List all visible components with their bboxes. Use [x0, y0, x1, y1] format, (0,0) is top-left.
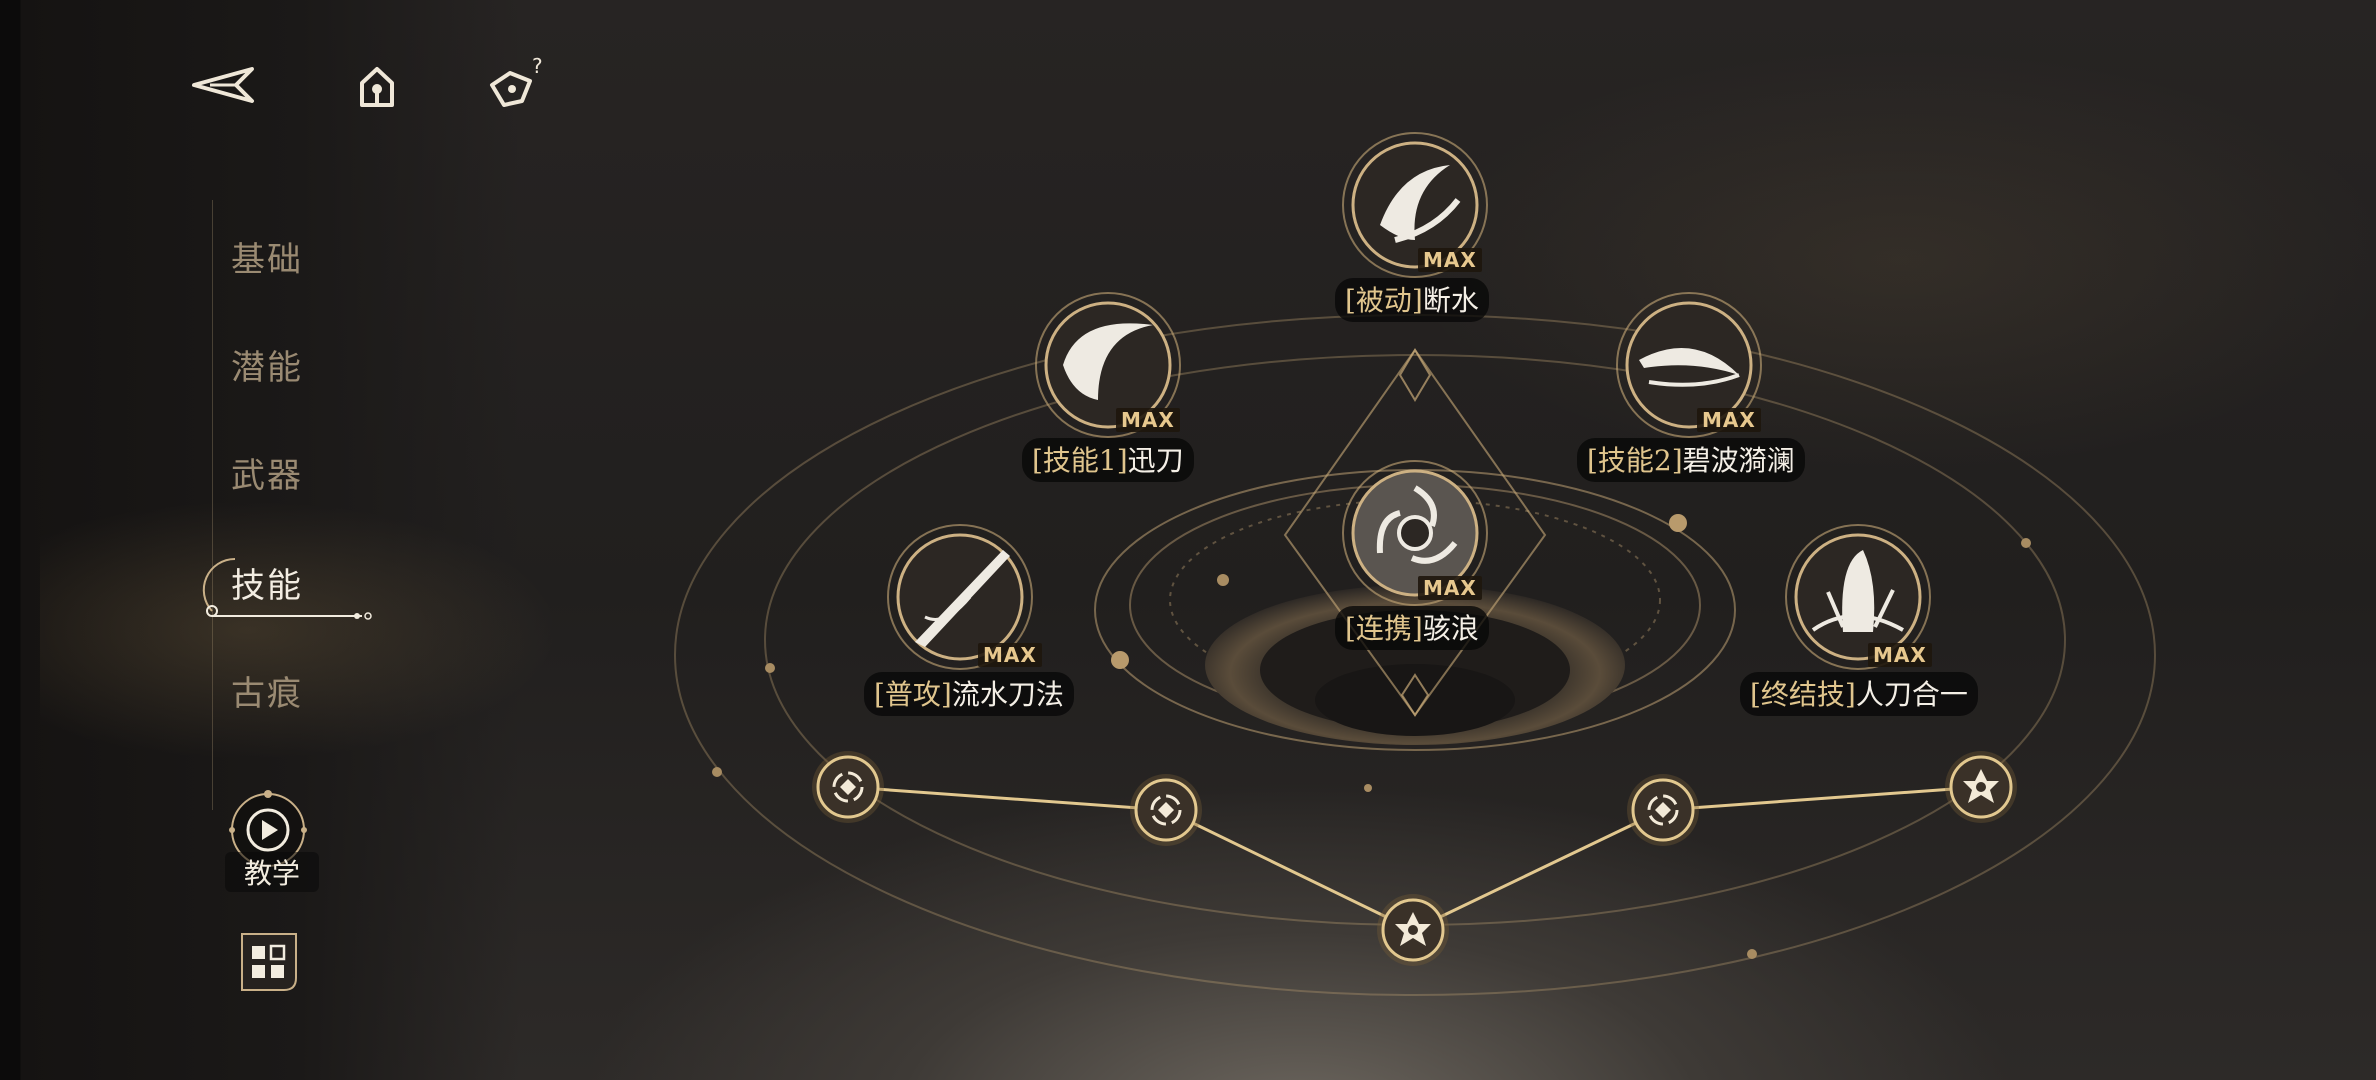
skill-basic-attack-category: [普攻] — [874, 678, 952, 711]
skill-1-icon[interactable] — [1033, 290, 1183, 440]
talent-node-5[interactable] — [1941, 747, 2021, 827]
nav-item-skills[interactable]: 技能 — [231, 566, 303, 606]
nav-item-weapon[interactable]: 武器 — [231, 456, 303, 496]
skill-ultimate-level-badge: MAX — [1868, 643, 1932, 667]
skill-combo-label[interactable]: [连携]骇浪 — [1335, 606, 1489, 650]
skill-basic-attack-name: 流水刀法 — [951, 678, 1064, 711]
nav-item-potential[interactable]: 潜能 — [231, 348, 303, 388]
back-arrow-icon[interactable] — [190, 55, 260, 115]
skill-2-level-badge: MAX — [1697, 408, 1761, 432]
svg-text:?: ? — [532, 55, 543, 78]
skill-2-category: [技能2] — [1587, 444, 1683, 477]
skill-passive-level-badge: MAX — [1418, 248, 1482, 272]
skill-1-level-badge: MAX — [1116, 408, 1180, 432]
skill-1-category: [技能1] — [1032, 444, 1128, 477]
talent-node-4[interactable] — [1623, 770, 1703, 850]
grid-menu-button[interactable] — [234, 926, 304, 996]
skill-2-icon[interactable] — [1614, 290, 1764, 440]
nav-item-basic[interactable]: 基础 — [231, 240, 303, 280]
background-dust — [40, 500, 560, 760]
skill-passive-category: [被动] — [1345, 284, 1423, 317]
talent-node-2[interactable] — [1126, 770, 1206, 850]
nav-active-underline — [212, 612, 372, 620]
left-panel-shade — [0, 0, 520, 1080]
skill-passive-label[interactable]: [被动]断水 — [1335, 278, 1489, 322]
skill-ultimate-name: 人刀合一 — [1855, 678, 1968, 711]
skill-combo-icon[interactable] — [1340, 458, 1490, 608]
tutorial-label: 教学 — [225, 852, 319, 892]
talent-node-3[interactable] — [1373, 890, 1453, 970]
help-icon[interactable]: ? — [480, 54, 550, 115]
skill-combo-level-badge: MAX — [1418, 576, 1482, 600]
skill-ultimate-category: [终结技] — [1750, 678, 1856, 711]
skill-2-label[interactable]: [技能2]碧波漪澜 — [1577, 438, 1805, 482]
skill-1-label[interactable]: [技能1]迅刀 — [1022, 438, 1194, 482]
skill-1-name: 迅刀 — [1127, 444, 1184, 477]
skill-basic-attack-icon[interactable] — [885, 522, 1035, 672]
skill-basic-attack-label[interactable]: [普攻]流水刀法 — [864, 672, 1074, 716]
skill-ultimate-icon[interactable] — [1783, 522, 1933, 672]
nav-item-ancient-marks[interactable]: 古痕 — [231, 674, 303, 714]
nav-divider — [212, 200, 213, 810]
skill-combo-name: 骇浪 — [1422, 612, 1479, 645]
skill-passive-icon[interactable] — [1340, 130, 1490, 280]
skill-passive-name: 断水 — [1422, 284, 1479, 317]
home-icon[interactable] — [342, 55, 412, 115]
talent-node-1[interactable] — [808, 747, 888, 827]
skill-combo-category: [连携] — [1345, 612, 1423, 645]
skill-ultimate-label[interactable]: [终结技]人刀合一 — [1740, 672, 1978, 716]
skill-2-name: 碧波漪澜 — [1682, 444, 1795, 477]
skill-basic-attack-level-badge: MAX — [978, 643, 1042, 667]
